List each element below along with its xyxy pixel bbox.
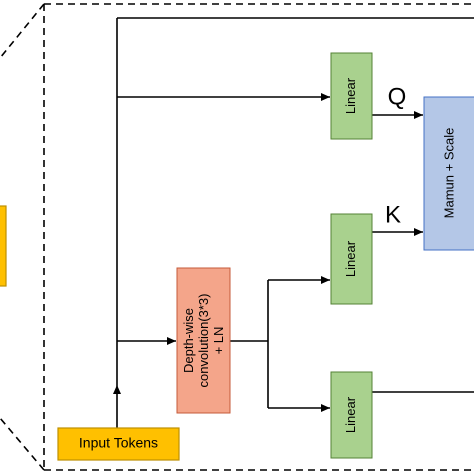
depthwise-label-line3: + LN bbox=[211, 327, 226, 355]
linear-v-node: Linear bbox=[330, 371, 373, 459]
linear-v-label: Linear bbox=[343, 396, 358, 433]
linear-k-node: Linear bbox=[330, 213, 373, 305]
depthwise-label-line1: Depth-wise bbox=[181, 308, 196, 373]
key-label: K bbox=[385, 201, 401, 228]
left-yellow-block bbox=[0, 205, 7, 287]
depthwise-label-line2: convolution(3*3) bbox=[196, 294, 211, 388]
linear-q-node: Linear bbox=[330, 52, 373, 140]
connectors bbox=[113, 17, 474, 428]
input-tokens-label: Input Tokens bbox=[79, 435, 158, 451]
mamun-scale-label: Mamun + Scale bbox=[441, 128, 456, 219]
input-tokens-node: Input Tokens bbox=[57, 427, 180, 461]
dashed-frame bbox=[0, 3, 474, 471]
linear-q-label: Linear bbox=[343, 77, 358, 114]
mamun-scale-node: Mamun + Scale bbox=[423, 96, 474, 251]
linear-k-label: Linear bbox=[343, 240, 358, 277]
query-label: Q bbox=[388, 83, 407, 110]
depthwise-conv-node: Depth-wise convolution(3*3) + LN bbox=[176, 267, 231, 414]
